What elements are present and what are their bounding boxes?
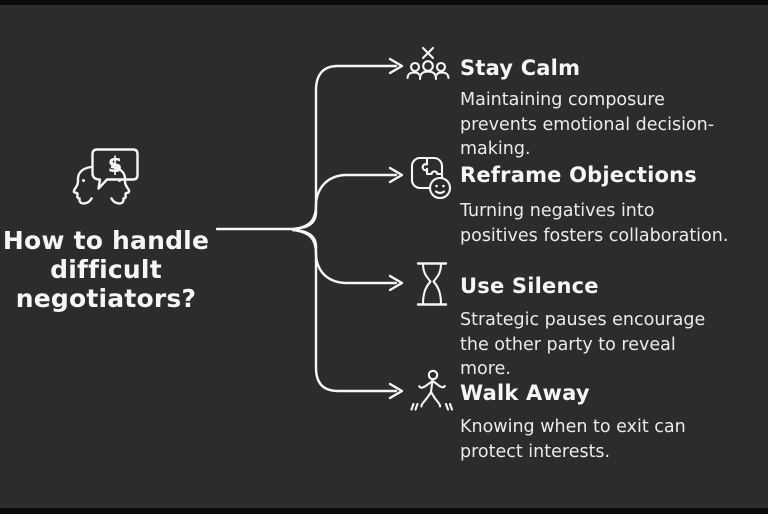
branch-title-walk-away: Walk Away xyxy=(460,381,590,405)
right-person-shoulders xyxy=(435,71,450,80)
smiley-face xyxy=(428,176,452,200)
arrowhead-icon-4 xyxy=(388,382,404,400)
arrowhead-icon-1 xyxy=(388,57,404,75)
motion-lines-right xyxy=(444,402,454,411)
bottom-frame-bar xyxy=(0,508,768,514)
people-group-x-icon xyxy=(406,46,450,88)
branch-desc-stay-calm: Maintaining composure prevents emotional… xyxy=(460,90,715,159)
branch-line-3 xyxy=(291,228,398,285)
left-face-eye xyxy=(82,179,85,182)
center-person-head xyxy=(422,60,434,72)
branch-line-2 xyxy=(291,173,398,231)
walker-head xyxy=(427,369,439,381)
center-person-shoulders xyxy=(418,70,438,81)
smiley-mouth xyxy=(434,190,446,195)
left-face-profile xyxy=(72,165,93,205)
hourglass-icon xyxy=(416,261,448,307)
left-person-shoulders xyxy=(406,71,421,80)
walker-left-leg xyxy=(420,390,433,408)
branch-desc-walk-away: Knowing when to exit can protect interes… xyxy=(460,417,686,462)
negotiation-faces-dollar-speech-icon: $ xyxy=(64,146,144,218)
walker-right-arm xyxy=(431,380,446,389)
smiley-left-eye xyxy=(435,184,438,188)
branch-line-1 xyxy=(291,64,398,231)
arrowhead-icon-3 xyxy=(388,274,404,292)
dollar-sign: $ xyxy=(108,153,123,177)
smiley-right-eye xyxy=(442,184,445,188)
puzzle-smiley-icon xyxy=(409,155,453,201)
left-person-head xyxy=(409,61,421,73)
branch-desc-reframe-objections: Turning negatives into positives fosters… xyxy=(460,201,729,246)
walker-right-leg xyxy=(429,390,442,408)
motion-lines-left xyxy=(410,402,419,411)
root-question-title: How to handle difficult negotiators? xyxy=(2,226,210,313)
branch-desc-use-silence: Strategic pauses encourage the other par… xyxy=(460,310,706,379)
branch-title-stay-calm: Stay Calm xyxy=(460,56,581,80)
hourglass-glass xyxy=(421,262,443,306)
walking-person-icon xyxy=(409,369,455,411)
arrowhead-icon-2 xyxy=(388,166,404,184)
branch-title-use-silence: Use Silence xyxy=(460,274,599,298)
top-frame-bar xyxy=(0,0,768,5)
right-person-head xyxy=(435,61,447,73)
speech-bubble-outline xyxy=(91,148,139,190)
branch-title-reframe-objections: Reframe Objections xyxy=(460,163,697,187)
puzzle-seam xyxy=(421,156,444,176)
right-face-profile xyxy=(110,165,131,205)
walker-left-arm xyxy=(418,380,434,389)
branch-line-4 xyxy=(291,228,398,393)
right-face-eye xyxy=(118,179,121,182)
x-mark xyxy=(421,46,435,60)
